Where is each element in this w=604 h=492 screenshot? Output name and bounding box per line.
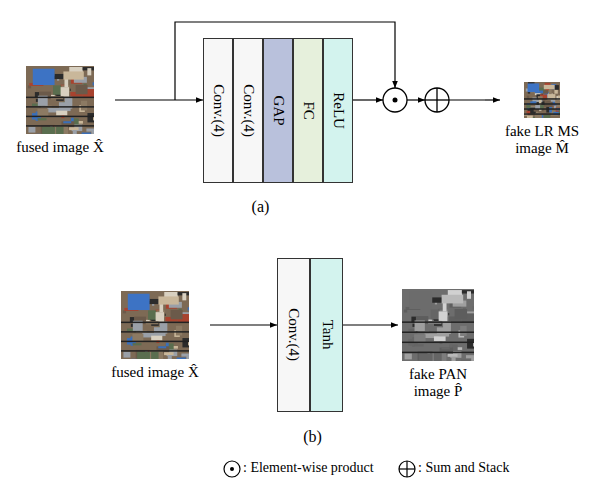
image-node: fake LR MS image M̂ [500,82,584,158]
layer-label: GAP [269,95,286,125]
image-caption: fake PAN image P̂ [398,366,478,401]
sum-symbol [425,88,449,112]
legend-text: : Element-wise product [243,460,374,476]
layer-label: ReLU [329,92,346,129]
layer-label: Conv.(4) [239,84,256,137]
layer-block: Conv.(4) [203,38,233,183]
wire [449,99,485,100]
module-panel: (a)Conv.(4)Conv.(4)GAPFCReLU [160,5,485,216]
legend-text: : Sum and Stack [418,460,509,476]
arrow-connector [485,99,500,100]
product-symbol [383,88,407,112]
wire [353,99,383,100]
layer-label: Conv.(4) [209,84,226,137]
layer-label: Tanh [318,320,335,350]
layer-block: Conv.(4) [233,38,263,183]
image-node: fused image X̂ [5,66,115,156]
image-node: fused image X̂ [100,291,210,381]
panel-label: (a) [98,198,423,216]
layer-block: GAP [263,38,293,183]
legend-product-symbol [224,461,240,477]
ms-image [524,82,560,118]
module-panel: (b) Conv.(4) Tanh [255,240,370,446]
image-node: fake PAN image P̂ [398,289,478,401]
pan-image [402,289,474,361]
layer-label: Conv.(4) [285,309,302,362]
arrow-connector [343,324,398,325]
layer-block: Conv.(4) [277,258,310,412]
panel-label: (b) [255,428,370,446]
layer-block: Tanh [310,258,343,412]
layer-block: FC [293,38,323,183]
arrow-connector [115,99,203,100]
legend-sum-symbol [399,461,415,477]
image-caption: fused image X̂ [5,139,115,156]
ms-image [26,66,94,134]
layer-block: ReLU [323,38,353,183]
arrow-connector [210,324,277,325]
image-caption: fake LR MS image M̂ [500,123,584,158]
ms-image [121,291,189,359]
layer-label: FC [299,101,316,119]
image-caption: fused image X̂ [100,364,210,381]
wire [407,99,425,100]
